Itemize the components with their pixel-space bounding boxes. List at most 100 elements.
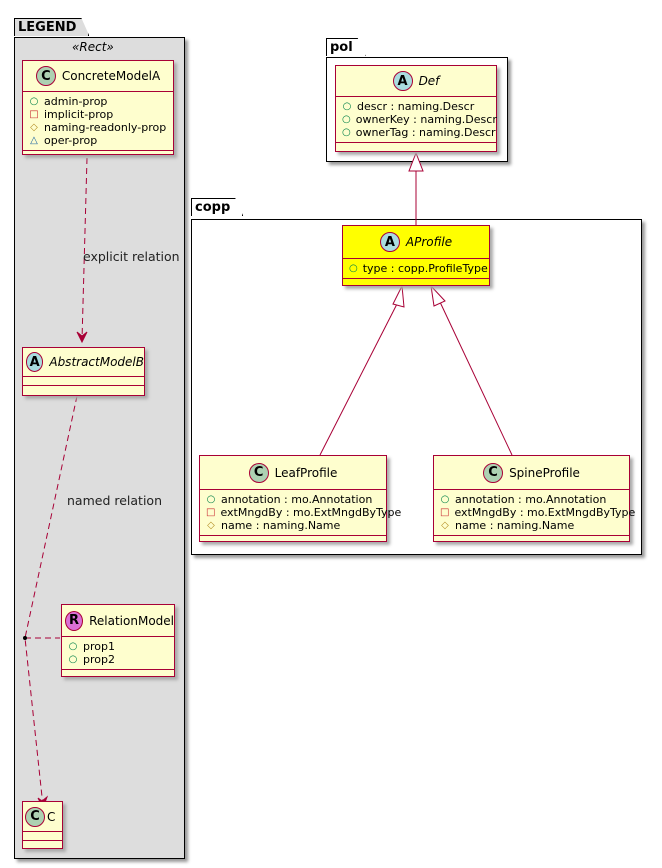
inheritance-arrowhead-def (408, 151, 424, 172)
public-icon: ○ (349, 263, 358, 274)
attribute-text: admin-prop (44, 95, 108, 108)
class-header: R RelationModel (62, 605, 174, 637)
class-methods (62, 670, 174, 678)
abstract-a-icon: A (392, 71, 413, 91)
class-header: C SpineProfile (434, 456, 629, 490)
attribute-text: type : copp.ProfileType (362, 262, 488, 275)
attribute-text: extMngdBy : mo.ExtMngdByType (454, 506, 636, 519)
attribute-text: ownerKey : naming.Descr (355, 113, 497, 126)
public-icon: ○ (342, 101, 352, 112)
class-attributes: ○ type : copp.ProfileType (343, 259, 489, 279)
attribute-text: ownerTag : naming.Descr (355, 126, 496, 139)
class-leaf-profile[interactable]: C LeafProfile ○ annotation : mo.Annotatio… (199, 455, 401, 544)
attribute-row: ○ ownerTag : naming.Descr (342, 126, 496, 139)
class-name: RelationModel (89, 613, 174, 628)
attribute-text: annotation : mo.Annotation (221, 493, 373, 506)
abstract-a-icon: A (379, 232, 400, 252)
named-relation-line (24, 395, 78, 807)
named-relation-label: named relation (67, 493, 162, 508)
attribute-text: prop2 (83, 653, 115, 666)
attribute-text: name : naming.Name (221, 519, 341, 532)
attribute-row: □extMngdBy : mo.ExtMngdByType (206, 506, 401, 519)
class-attributes: ○annotation : mo.Annotation □ extMngdBy :… (434, 490, 635, 536)
class-c-icon: C (35, 66, 56, 86)
attribute-row: ○ ownerKey : naming.Descr (342, 113, 497, 126)
class-methods (343, 279, 489, 287)
inheritance-leaf-aprofile (319, 301, 399, 456)
attribute-row: □ implicit-prop (29, 108, 167, 121)
public-icon: ○ (440, 494, 450, 505)
relation-r-icon: R (65, 610, 84, 631)
class-name: AProfile (405, 235, 453, 249)
attribute-text: implicit-prop (44, 108, 114, 121)
class-methods (23, 151, 173, 159)
attribute-row: ○annotation : mo.Annotation (440, 493, 623, 506)
class-name: ConcreteModelA (61, 69, 161, 83)
class-attributes: ○descr : naming.Descr ○ownerKey : naming… (336, 97, 497, 143)
public-icon: ○ (342, 127, 351, 138)
class-def[interactable]: A Def ○descr : naming.Descr ○ownerKey : … (335, 65, 497, 152)
class-name: SpineProfile (509, 465, 580, 480)
inheritance-arrowhead-spine (430, 284, 446, 307)
attribute-row: ◇name : naming.Name (206, 519, 380, 532)
class-concrete-model-a[interactable]: C ConcreteModelA ○ admin-prop □ implicit-p… (22, 60, 174, 155)
class-c-icon: C (483, 462, 504, 483)
attribute-text: prop1 (83, 640, 115, 653)
class-name: Def (418, 74, 440, 88)
legend-package (14, 37, 185, 859)
attribute-row: ○ prop2 (68, 653, 168, 666)
class-attributes: ○ admin-prop □ implicit-prop ◇ naming-reado… (23, 92, 173, 151)
explicit-relation-label: explicit relation (83, 249, 180, 264)
attribute-row: □ extMngdBy : mo.ExtMngdByType (440, 506, 635, 519)
inheritance-spine-aprofile (439, 301, 513, 456)
class-header: A Def (336, 66, 496, 97)
attribute-row: ◇ naming-readonly-prop (29, 121, 167, 134)
class-methods (336, 143, 496, 151)
package-icon: △ (30, 135, 38, 146)
attribute-row: ○ type : copp.ProfileType (349, 262, 488, 275)
inheritance-arrowhead-leaf (392, 284, 405, 308)
class-c-icon: C (25, 806, 45, 827)
attribute-text: extMngdBy : mo.ExtMngdByType (220, 506, 402, 519)
class-attributes: ○ annotation : mo.Annotation □extMngdBy :… (200, 490, 401, 536)
private-icon: □ (29, 109, 39, 120)
class-header: C ConcreteModelA (23, 61, 173, 92)
class-header: A AProfile (343, 226, 489, 259)
protected-icon: ◇ (30, 122, 38, 133)
class-methods (434, 536, 629, 544)
class-methods (23, 841, 62, 849)
public-icon: ○ (68, 641, 78, 652)
class-methods (23, 386, 144, 394)
attribute-row: ○descr : naming.Descr (342, 100, 490, 113)
attribute-row: ○ annotation : mo.Annotation (206, 493, 380, 506)
private-icon: □ (440, 507, 450, 518)
class-aprofile[interactable]: A AProfile ○ type : copp.ProfileType (342, 225, 490, 286)
class-methods (200, 536, 386, 544)
class-header: C LeafProfile (200, 456, 386, 490)
legend-package-tab: LEGEND (14, 18, 89, 36)
class-header: C C (23, 802, 62, 832)
attribute-row: ○ prop1 (68, 640, 168, 653)
public-icon: ○ (29, 96, 39, 107)
class-c[interactable]: C C (22, 801, 63, 849)
public-icon: ○ (206, 494, 216, 505)
attribute-text: oper-prop (44, 134, 98, 147)
explicit-relation-line (81, 157, 88, 341)
copp-package-tab: copp (191, 198, 243, 216)
class-name: C (47, 809, 56, 824)
class-attributes: ○ prop1 ○ prop2 (62, 637, 174, 670)
class-c-icon: C (248, 462, 269, 483)
class-abstract-model-b[interactable]: A AbstractModelB (22, 347, 145, 396)
class-relation-model[interactable]: R RelationModel ○ prop1 ○ prop2 (61, 604, 175, 677)
public-icon: ○ (68, 654, 78, 665)
legend-stereotype: «Rect» (72, 40, 114, 54)
attribute-row: △ oper-prop (29, 134, 167, 147)
public-icon: ○ (342, 114, 351, 125)
attribute-text: naming-readonly-prop (44, 121, 167, 134)
class-spine-profile[interactable]: C SpineProfile ○annotation : mo.Annotati… (433, 455, 635, 544)
attribute-row: ◇name : naming.Name (440, 519, 623, 532)
abstract-a-icon: A (26, 352, 44, 372)
protected-icon: ◇ (441, 520, 449, 531)
attribute-row: ○ admin-prop (29, 95, 167, 108)
